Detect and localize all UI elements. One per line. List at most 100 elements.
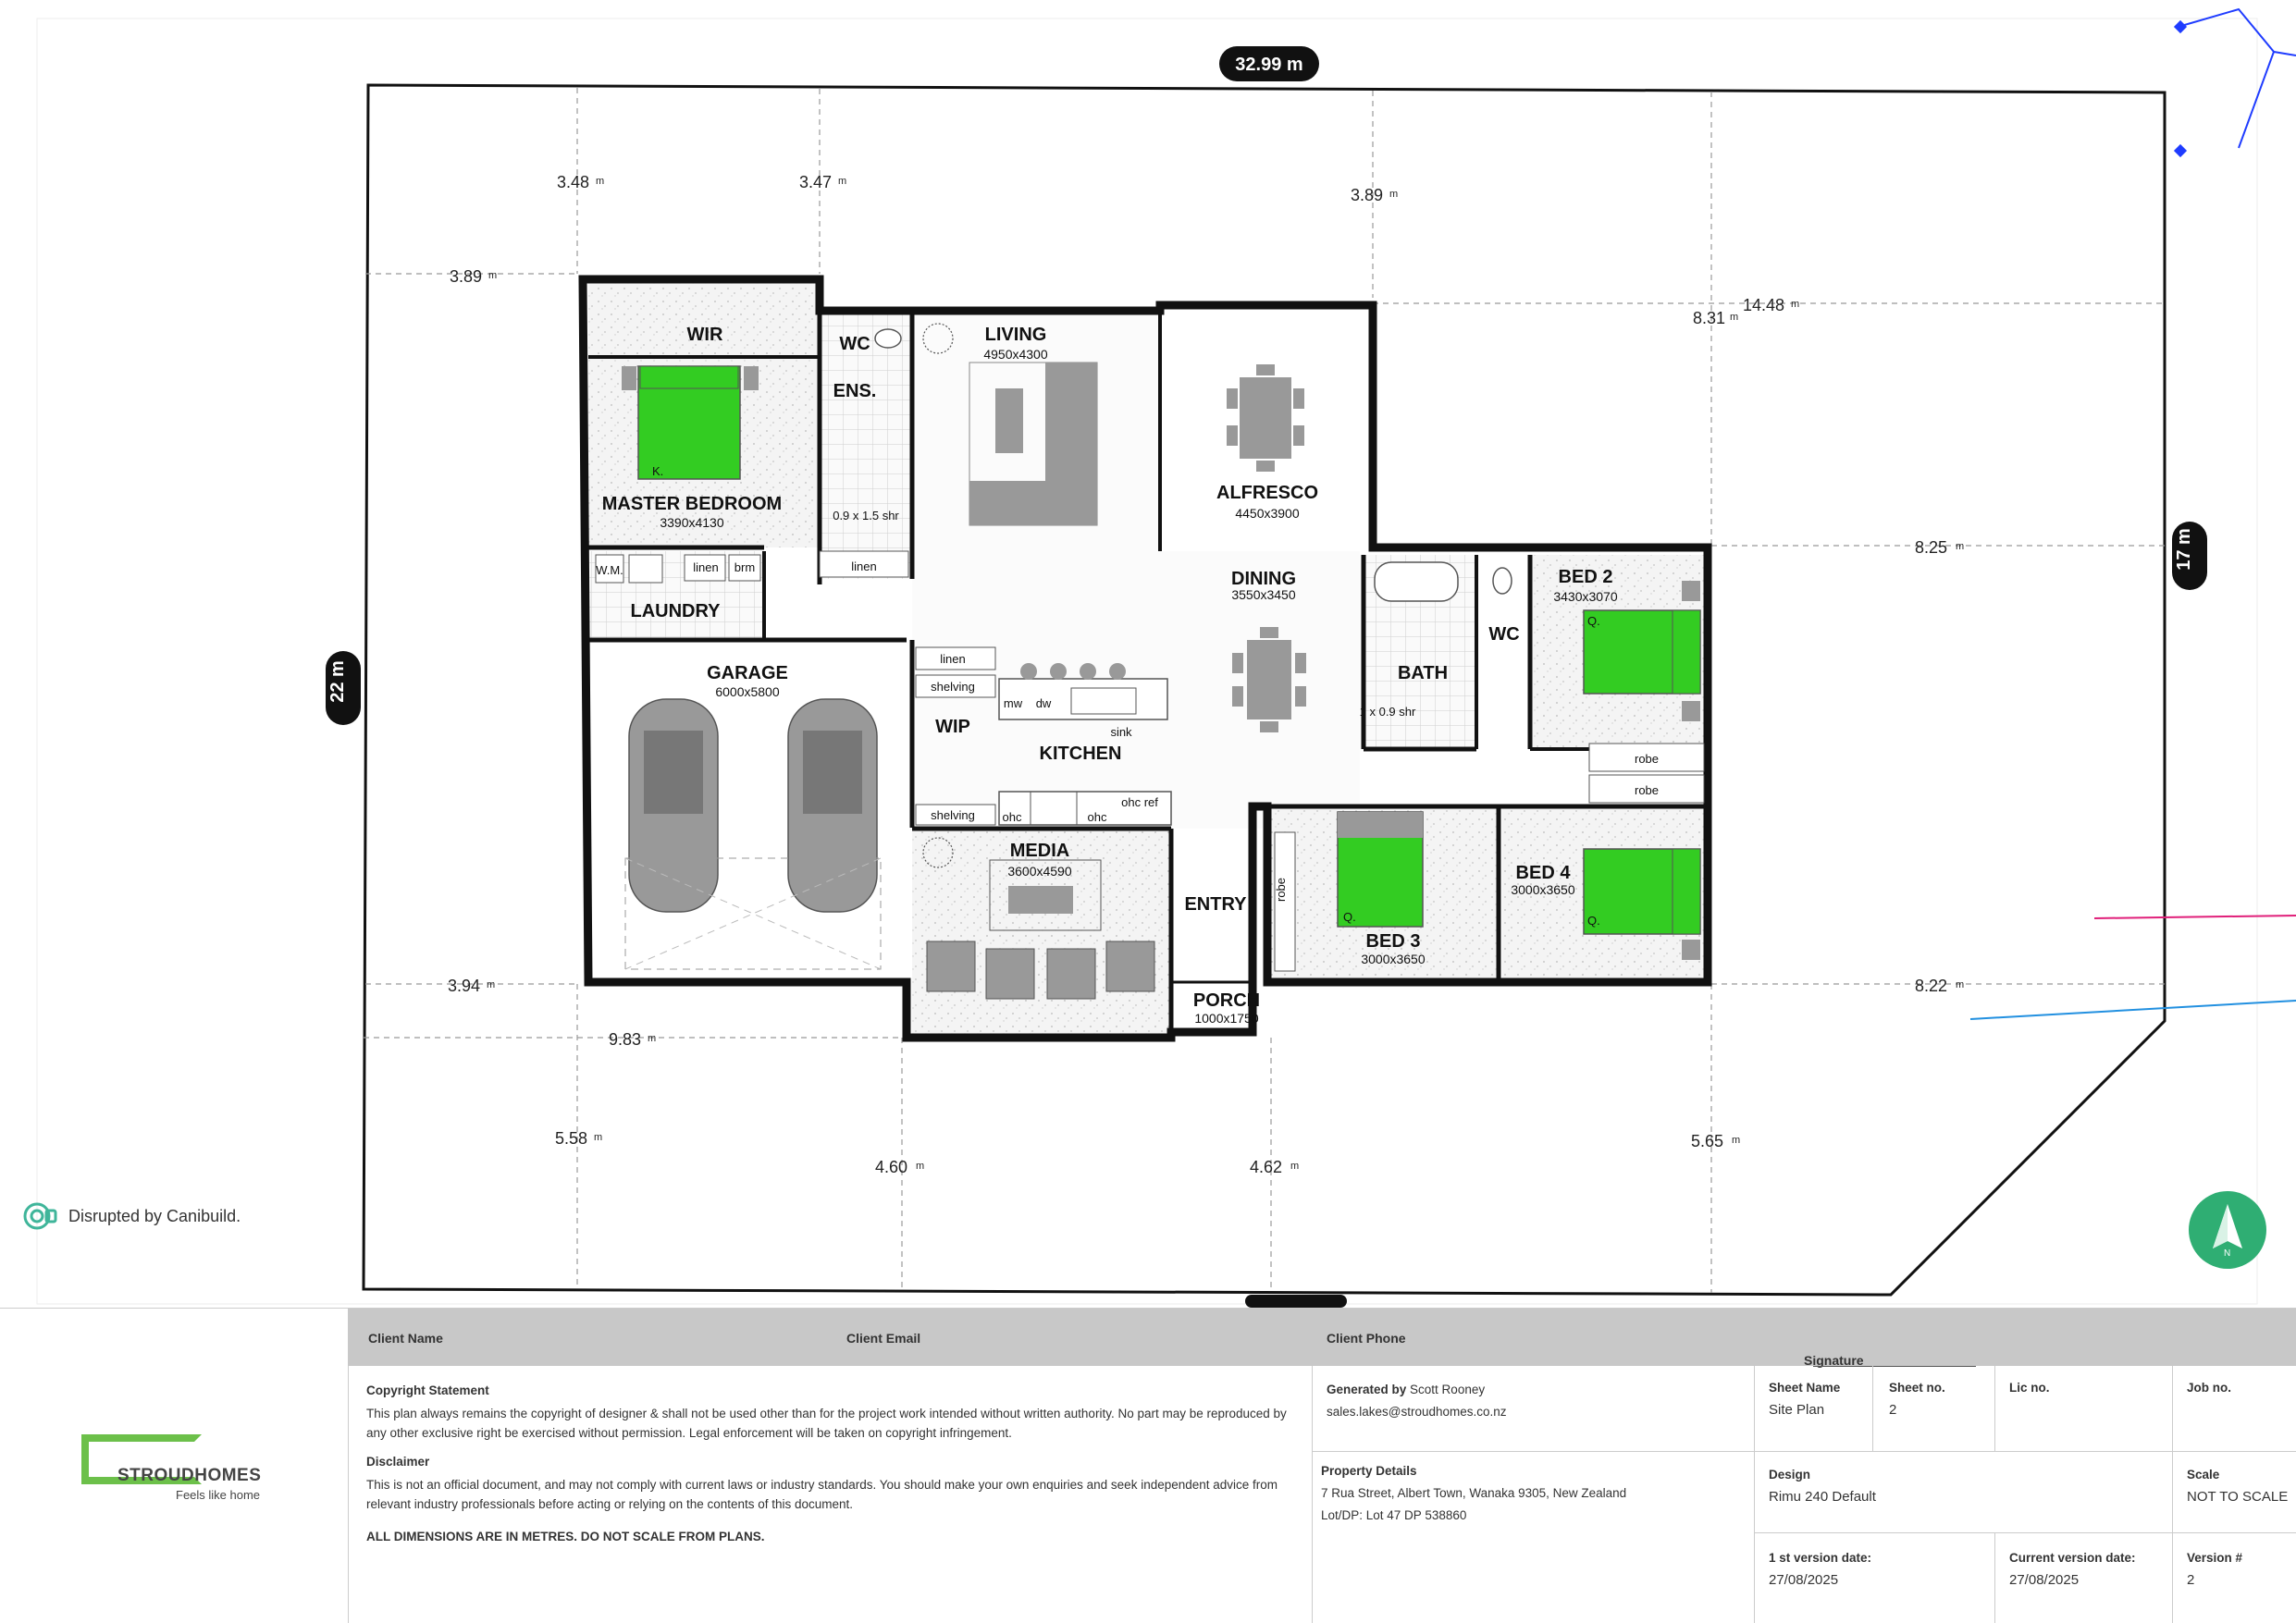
svg-text:sink: sink bbox=[1110, 725, 1132, 739]
copyright-heading: Copyright Statement bbox=[366, 1383, 489, 1397]
design: Design Rimu 240 Default bbox=[1769, 1464, 1876, 1508]
svg-text:m: m bbox=[1956, 541, 1964, 552]
disclaimer-heading: Disclaimer bbox=[366, 1455, 430, 1469]
sheet-no-value: 2 bbox=[1889, 1402, 1897, 1418]
setback-label: 3.94 bbox=[448, 977, 480, 995]
version-value: 2 bbox=[2187, 1572, 2195, 1588]
generated-by: Generated by Scott Rooney sales.lakes@st… bbox=[1327, 1379, 1507, 1423]
design-value: Rimu 240 Default bbox=[1769, 1489, 1876, 1505]
room-wip: WIP bbox=[935, 717, 970, 737]
svg-text:m: m bbox=[1389, 189, 1398, 200]
scale-value: NOT TO SCALE bbox=[2187, 1489, 2289, 1505]
svg-text:m: m bbox=[1730, 312, 1738, 323]
lic-no: Lic no. bbox=[2009, 1377, 2050, 1399]
svg-text:m: m bbox=[838, 176, 846, 187]
setback-label: 14.48 bbox=[1743, 296, 1784, 314]
svg-text:linen: linen bbox=[693, 560, 718, 574]
room-garage: GARAGE bbox=[707, 663, 788, 683]
room-wc: WC bbox=[839, 334, 870, 354]
setback-lines bbox=[364, 88, 2165, 1293]
generated-by-label: Generated by bbox=[1327, 1383, 1407, 1396]
north-arrow-icon bbox=[2213, 1204, 2242, 1248]
svg-text:4950x4300: 4950x4300 bbox=[983, 347, 1048, 362]
room-bath: BATH bbox=[1398, 663, 1448, 683]
svg-text:ohc ref: ohc ref bbox=[1121, 795, 1158, 809]
stroud-logo: STROUDHOMES Feels like home bbox=[0, 1309, 349, 1623]
logo-wordmark: STROUDHOMES bbox=[117, 1466, 262, 1485]
contact-email[interactable]: sales.lakes@stroudhomes.co.nz bbox=[1327, 1405, 1507, 1419]
lic-no-label: Lic no. bbox=[2009, 1381, 2050, 1395]
sheet-no-label: Sheet no. bbox=[1889, 1381, 1945, 1395]
job-no-label: Job no. bbox=[2187, 1381, 2231, 1395]
sheet-no: Sheet no. 2 bbox=[1889, 1377, 1945, 1421]
svg-text:Q.: Q. bbox=[1587, 914, 1600, 928]
neighbouring-lines bbox=[1969, 7, 2296, 1020]
logo-tagline: Feels like home bbox=[176, 1488, 261, 1502]
disclaimer-text: This is not an official document, and ma… bbox=[366, 1478, 1278, 1511]
north-arrow: N bbox=[2189, 1191, 2266, 1269]
setback-label: 8.25 bbox=[1915, 538, 1947, 557]
svg-text:3390x4130: 3390x4130 bbox=[660, 515, 724, 530]
room-wir: WIR bbox=[687, 325, 723, 345]
setback-label: 8.22 bbox=[1915, 977, 1947, 995]
svg-text:m: m bbox=[1791, 299, 1799, 310]
sheet-name: Sheet Name Site Plan bbox=[1769, 1377, 1840, 1421]
svg-text:mw: mw bbox=[1004, 696, 1023, 710]
svg-text:3600x4590: 3600x4590 bbox=[1007, 864, 1072, 879]
room-bed-4: BED 4 bbox=[1516, 863, 1572, 883]
room-entry: ENTRY bbox=[1184, 894, 1247, 915]
svg-text:linen: linen bbox=[940, 652, 965, 666]
setback-label: 5.58 bbox=[555, 1129, 587, 1148]
svg-text:ohc: ohc bbox=[1088, 810, 1107, 824]
property-address: 7 Rua Street, Albert Town, Wanaka 9305, … bbox=[1321, 1486, 1627, 1500]
title-block: STROUDHOMES Feels like home Client Name … bbox=[0, 1308, 2296, 1623]
generated-by-value: Scott Rooney bbox=[1410, 1383, 1486, 1396]
setback-label: 8.31 bbox=[1693, 309, 1725, 327]
room-porch: PORCH bbox=[1193, 990, 1260, 1011]
signature-label: Signature bbox=[1804, 1353, 1864, 1368]
room-ens: ENS. bbox=[833, 381, 877, 401]
svg-text:Q.: Q. bbox=[1587, 614, 1600, 628]
svg-text:m: m bbox=[1290, 1161, 1299, 1172]
job-no: Job no. bbox=[2187, 1377, 2231, 1399]
canibuild-watermark: Disrupted by Canibuild. bbox=[22, 1200, 241, 1232]
current-version-label: Current version date: bbox=[2009, 1551, 2136, 1565]
current-version-value: 27/08/2025 bbox=[2009, 1572, 2080, 1588]
property-lot: Lot/DP: Lot 47 DP 538860 bbox=[1321, 1508, 1467, 1522]
room-master: MASTER BEDROOM bbox=[602, 494, 782, 514]
sheet-name-value: Site Plan bbox=[1769, 1402, 1825, 1418]
svg-text:1 x 0.9 shr: 1 x 0.9 shr bbox=[1360, 705, 1416, 719]
scale: Scale NOT TO SCALE bbox=[2187, 1464, 2288, 1508]
svg-text:m: m bbox=[488, 270, 497, 281]
client-email-label: Client Email bbox=[846, 1331, 921, 1346]
svg-text:m: m bbox=[648, 1033, 656, 1044]
svg-text:m: m bbox=[1732, 1135, 1740, 1146]
house-walls bbox=[578, 275, 1712, 1042]
dimensions-note: ALL DIMENSIONS ARE IN METRES. DO NOT SCA… bbox=[366, 1530, 765, 1543]
svg-text:robe: robe bbox=[1274, 878, 1288, 902]
design-label: Design bbox=[1769, 1468, 1811, 1482]
site-dim-top: 32.99 m bbox=[1219, 46, 1319, 81]
svg-text:brm: brm bbox=[734, 560, 755, 574]
svg-text:Q.: Q. bbox=[1343, 910, 1356, 924]
svg-text:ohc: ohc bbox=[1003, 810, 1022, 824]
copyright-text: This plan always remains the copyright o… bbox=[366, 1407, 1287, 1440]
room-wc-2: WC bbox=[1488, 624, 1519, 645]
client-phone-label: Client Phone bbox=[1327, 1331, 1406, 1346]
room-bed-3: BED 3 bbox=[1366, 931, 1421, 952]
svg-text:K.: K. bbox=[652, 464, 663, 478]
room-labels: WIR MASTER BEDROOM 3390x4130 WC ENS. LIV… bbox=[602, 325, 1618, 1026]
setback-label: 3.89 bbox=[450, 267, 482, 286]
legal-notes: Copyright Statement This plan always rem… bbox=[366, 1381, 1291, 1550]
sheet-name-label: Sheet Name bbox=[1769, 1381, 1841, 1395]
room-laundry: LAUNDRY bbox=[630, 601, 721, 621]
version: Version # 2 bbox=[2187, 1547, 2242, 1592]
svg-text:robe: robe bbox=[1635, 783, 1659, 797]
room-alfresco: ALFRESCO bbox=[1216, 483, 1318, 503]
setback-label: 4.62 bbox=[1250, 1158, 1282, 1176]
svg-text:3430x3070: 3430x3070 bbox=[1553, 589, 1618, 604]
room-kitchen: KITCHEN bbox=[1040, 744, 1122, 764]
setback-label: 4.60 bbox=[875, 1158, 907, 1176]
